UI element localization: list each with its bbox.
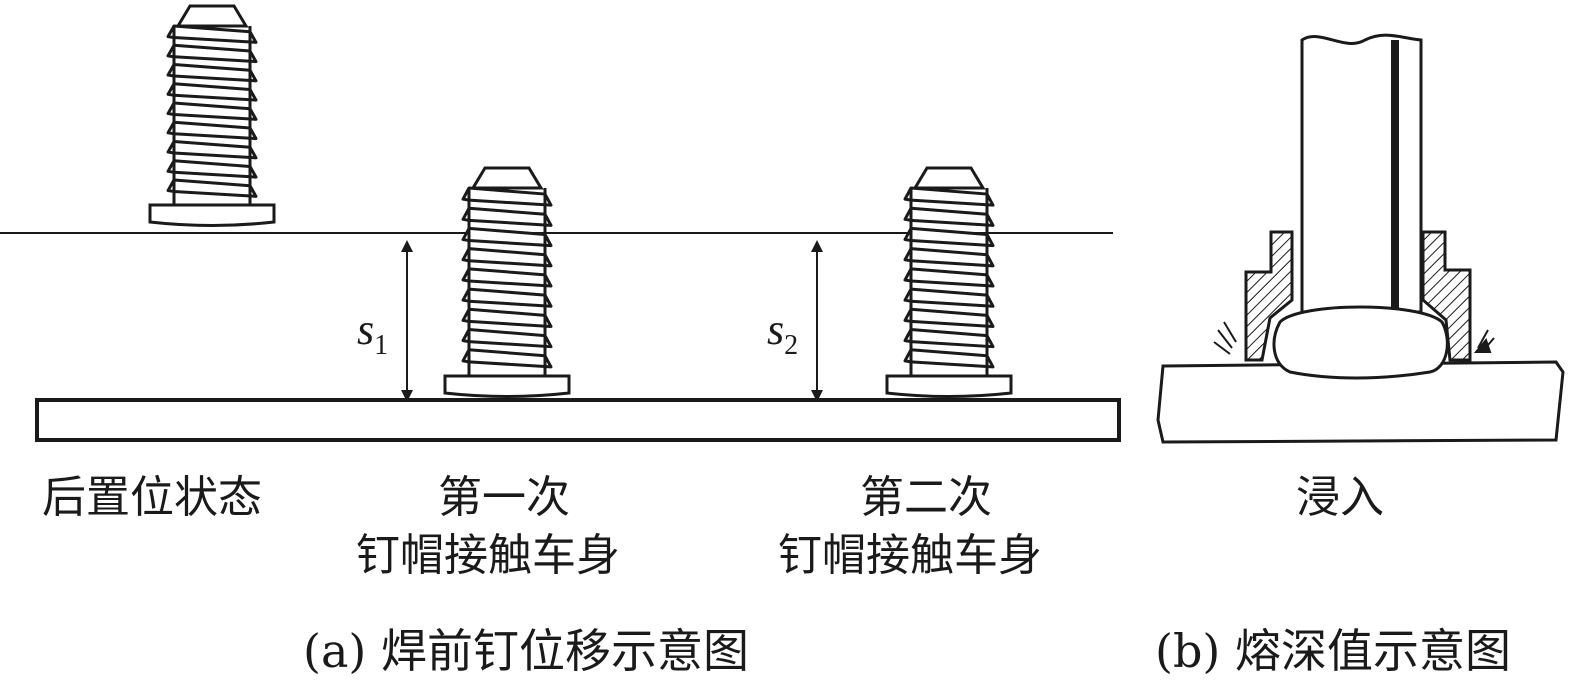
thread-ridge: [461, 247, 553, 268]
caption-b: (b) 熔深值示意图: [1155, 624, 1511, 678]
thread-ridge: [166, 120, 258, 141]
stud-head: [885, 374, 1013, 398]
first-contact-line2: 钉帽接触车身: [356, 530, 620, 581]
second-contact-line2: 钉帽接触车身: [778, 530, 1042, 581]
thread-ridge: [903, 226, 995, 248]
thread-ridge: [166, 24, 258, 44]
s2-label: s2: [767, 308, 798, 360]
stud-second-contact: [885, 166, 1013, 398]
s1-label: s1: [357, 308, 388, 360]
thread-ridge: [166, 62, 258, 83]
thread-ridge: [461, 348, 553, 369]
thread-ridge: [903, 186, 995, 207]
weld-penetration-figure: [1156, 33, 1565, 444]
spatter-right: [1473, 329, 1495, 353]
stud-tip: [175, 4, 249, 28]
stud-head: [148, 203, 276, 227]
caption-a: (a) 焊前钉位移示意图: [303, 624, 749, 678]
weld-nugget: [1272, 305, 1449, 380]
base-plate: [1156, 360, 1565, 444]
state-back-label: 后置位状态: [42, 472, 262, 523]
thread-ridge: [166, 43, 258, 64]
stud-shaft: [1300, 33, 1423, 314]
thread-ridge: [903, 247, 995, 268]
thread-ridge: [461, 226, 553, 248]
thread-ridge: [461, 267, 553, 288]
thread-ridge: [166, 159, 258, 179]
first-contact-line1: 第一次: [438, 472, 570, 523]
thread-ridge: [903, 287, 995, 308]
thread-ridge: [461, 287, 553, 308]
ferrule-left: [1244, 230, 1294, 362]
immersion-label: 浸入: [1296, 472, 1384, 523]
thread-ridge: [903, 307, 995, 328]
thread-ridge: [166, 82, 258, 102]
stud-tip: [912, 166, 986, 190]
s2-index: 2: [784, 330, 799, 361]
stud-tip: [470, 166, 544, 190]
thread-ridge: [166, 139, 258, 160]
thread-ridge: [903, 328, 995, 349]
thread-ridge: [461, 307, 553, 328]
stud-first-contact: [443, 166, 571, 398]
ferrule-right: [1421, 230, 1472, 362]
stud-back-position: [148, 4, 276, 227]
thread-ridge: [461, 186, 553, 207]
stud-shaft-edge: [1391, 40, 1399, 312]
thread-ridge: [903, 206, 995, 227]
thread-ridge: [166, 101, 258, 121]
thread-ridge: [903, 267, 995, 288]
thread-ridge: [461, 328, 553, 349]
thread-ridge: [461, 206, 553, 227]
stud-head: [443, 374, 571, 398]
thread-ridge: [166, 178, 258, 198]
thread-ridge: [903, 348, 995, 369]
spatter-left: [1213, 321, 1237, 355]
s1-index: 1: [374, 330, 389, 361]
car-body-plate: [35, 398, 1121, 442]
s2-symbol: s: [767, 305, 785, 354]
second-contact-line1: 第二次: [860, 472, 992, 523]
s1-symbol: s: [357, 305, 375, 354]
